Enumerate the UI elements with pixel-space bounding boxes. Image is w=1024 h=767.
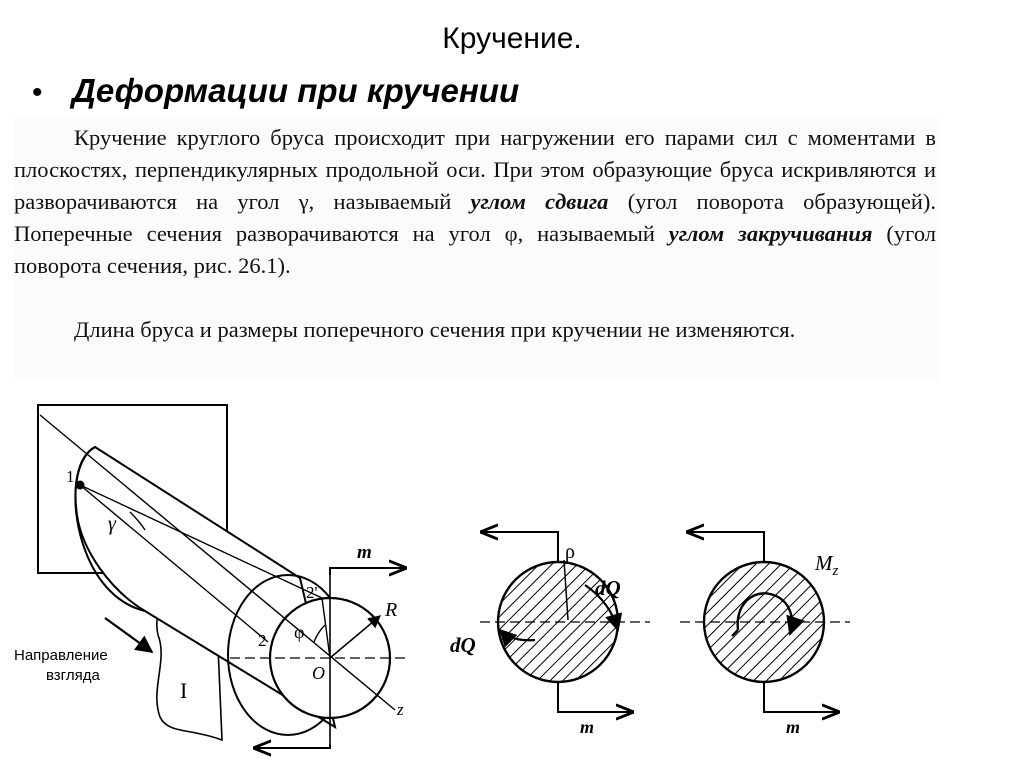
moment-arrow-top xyxy=(329,568,405,575)
paragraph-1-text-a: Кручение круглого бруса происходит при н… xyxy=(14,125,936,214)
label-O: O xyxy=(312,663,325,683)
middle-moment-arrow-bottom xyxy=(557,682,632,712)
label-I: I xyxy=(180,678,187,703)
label-2: 2 xyxy=(258,631,267,650)
phi-arc xyxy=(313,624,326,643)
label-Mz-main: M xyxy=(814,551,834,575)
rho-line xyxy=(563,559,569,621)
cross-section-dQ xyxy=(480,532,650,712)
term-shear-angle: углом сдвига xyxy=(470,189,609,214)
label-point-1: 1 xyxy=(66,467,75,486)
paragraph-2: Длина бруса и размеры поперечного сечени… xyxy=(14,314,936,346)
bullet-marker: • xyxy=(32,76,43,109)
label-z: z xyxy=(396,700,404,719)
slide-title: Кручение. xyxy=(442,22,582,55)
radius-R xyxy=(329,615,381,659)
right-moment-arrow-top xyxy=(688,532,765,562)
gamma-arc xyxy=(129,511,146,531)
point-1 xyxy=(75,480,85,490)
label-Mz-subscript: z xyxy=(832,563,839,579)
radius-2prime xyxy=(321,597,331,659)
cylinder-left-end xyxy=(74,446,146,612)
axis-z xyxy=(39,414,396,711)
middle-moment-arrow-top xyxy=(482,532,559,562)
label-dQ-left: dQ xyxy=(450,633,476,657)
paragraph-2-text: Длина бруса и размеры поперечного сечени… xyxy=(74,317,796,342)
torque-Mz-arc xyxy=(736,592,805,636)
dQ-arrow-left xyxy=(498,628,536,648)
label-m-right: m xyxy=(786,717,800,737)
cross-section-Mz xyxy=(680,532,850,712)
paragraph-1-text-c: (угол поворота сечения, рис. 26.1). xyxy=(14,221,937,278)
paragraph-1-text-b: (угол поворота образующей). Поперечные с… xyxy=(14,189,937,246)
label-2prime: 2' xyxy=(306,583,318,602)
label-m-middle: m xyxy=(580,717,594,737)
caption-view-direction-1: Направление xyxy=(14,647,108,664)
slide-subtitle: Деформации при кручении xyxy=(72,72,520,109)
moment-arrow-bottom xyxy=(255,745,331,748)
label-dQ-right: dQ xyxy=(595,576,621,600)
caption-view-direction-2: взгляда xyxy=(46,667,100,684)
label-Mz: Mz xyxy=(814,551,839,579)
label-phi: φ xyxy=(294,622,304,642)
label-R: R xyxy=(384,599,397,621)
dQ-arrow-right xyxy=(584,584,623,632)
view-direction-arrow xyxy=(104,617,154,654)
cylinder-diagram xyxy=(37,404,410,748)
label-gamma: γ xyxy=(108,513,117,535)
bullet-item: • Деформации при кручении xyxy=(32,72,519,110)
label-rho: ρ xyxy=(565,541,575,563)
torsion-figure: 1 γ 2' 2 φ O R z m I Направление взгляда… xyxy=(14,404,850,767)
paragraph-1: Кручение круглого бруса происходит при н… xyxy=(14,122,936,282)
generatrix-original xyxy=(79,484,323,599)
right-moment-arrow-bottom xyxy=(763,682,838,712)
label-m-left: m xyxy=(357,542,372,563)
torque-Mz-tail xyxy=(731,629,739,637)
scanned-text-background xyxy=(14,118,939,380)
generatrix-twisted xyxy=(79,484,269,643)
term-twist-angle: углом закручивания xyxy=(668,221,873,246)
